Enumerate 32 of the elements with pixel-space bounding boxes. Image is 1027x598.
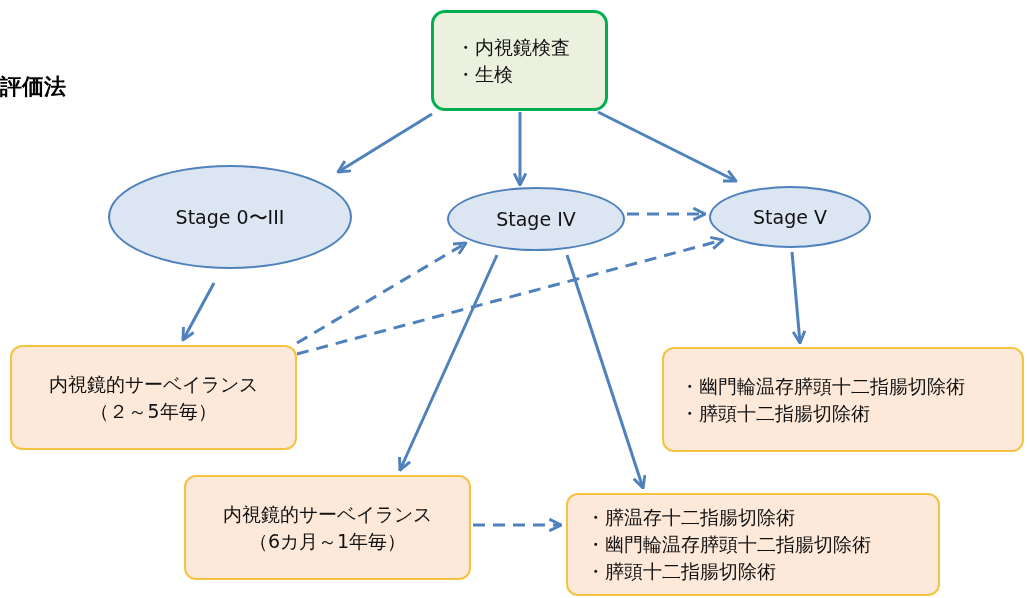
arrow bbox=[398, 254, 499, 472]
bullet-item: ・幽門輪温存膵頭十二指腸切除術 bbox=[586, 532, 872, 557]
arrow bbox=[296, 241, 468, 345]
stage-label: Stage 0〜III bbox=[175, 204, 285, 230]
bullet-item: ・幽門輪温存膵頭十二指腸切除術 bbox=[680, 373, 966, 399]
bullet-item: ・膵温存十二指腸切除術 bbox=[586, 505, 796, 530]
arrow bbox=[565, 254, 647, 490]
box-text: （6カ月～1年毎） bbox=[247, 528, 408, 554]
arrow bbox=[512, 112, 528, 187]
treatment-box bbox=[662, 347, 1024, 452]
treatment-box bbox=[10, 345, 297, 450]
treatment-box bbox=[566, 493, 940, 596]
bullet-item: ・生検 bbox=[456, 61, 514, 87]
treatment-box bbox=[184, 475, 471, 580]
title: 評価法 bbox=[0, 73, 66, 101]
stage-label: Stage V bbox=[753, 204, 827, 230]
bullet-item: ・膵頭十二指腸切除術 bbox=[680, 400, 871, 426]
stage-ellipse bbox=[709, 186, 871, 248]
arrow bbox=[473, 517, 563, 533]
box-text: 内視鏡的サーベイランス bbox=[48, 371, 259, 397]
arrow bbox=[790, 251, 807, 345]
process-box bbox=[431, 10, 608, 111]
stage-label: Stage IV bbox=[496, 206, 576, 232]
arrow bbox=[597, 110, 738, 183]
arrow bbox=[296, 235, 725, 356]
bullet-item: ・内視鏡検査 bbox=[456, 34, 571, 60]
arrow bbox=[181, 282, 216, 342]
arrow bbox=[627, 206, 707, 222]
arrow bbox=[336, 112, 433, 174]
bullet-item: ・膵頭十二指腸切除術 bbox=[586, 559, 777, 584]
box-text: 内視鏡的サーベイランス bbox=[222, 501, 433, 527]
box-text: （２～5年毎） bbox=[89, 398, 218, 424]
